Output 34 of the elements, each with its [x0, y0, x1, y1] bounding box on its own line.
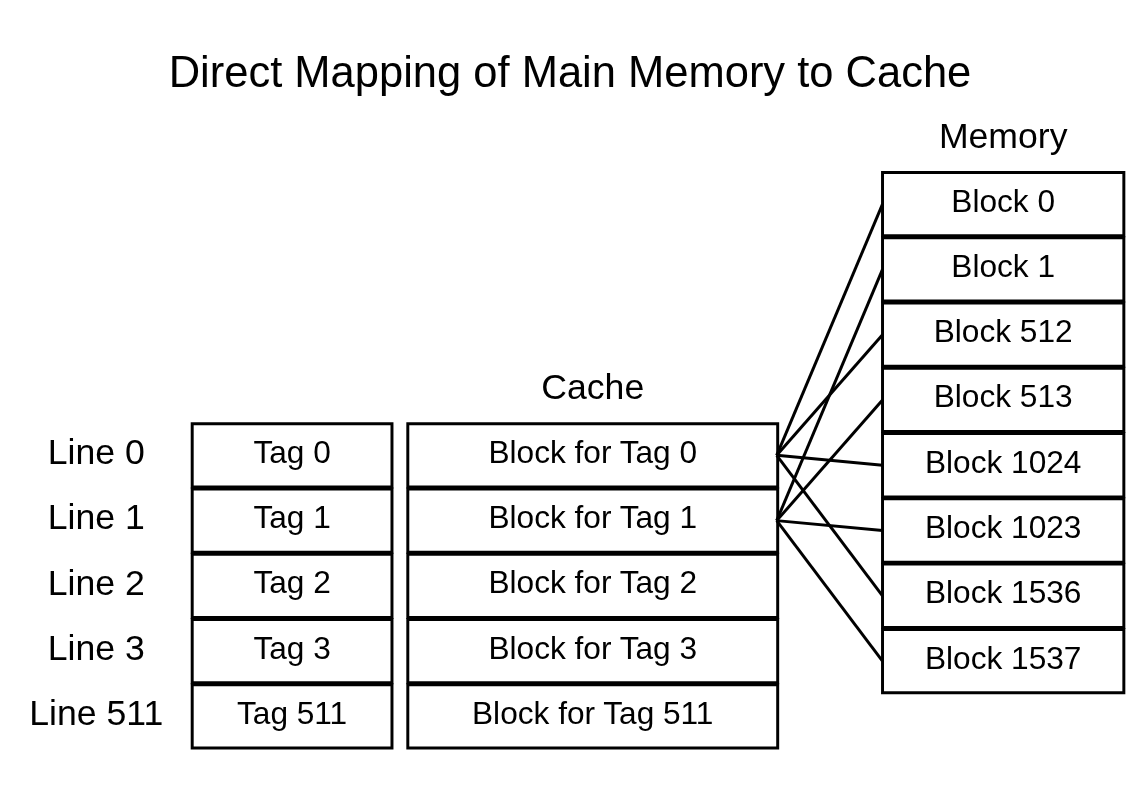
node-box: Tag 3: [190, 618, 394, 685]
node-box: Block 1537: [881, 627, 1126, 695]
node-box: Block for Tag 0: [406, 422, 780, 489]
node-box: Block for Tag 511: [406, 683, 780, 750]
label: Line 2: [47, 562, 145, 603]
node-box: Block for Tag 3: [406, 618, 780, 685]
connector: [776, 453, 883, 467]
node-box: Block 0: [881, 171, 1126, 238]
label: Line 511: [29, 693, 164, 734]
connector: [775, 398, 884, 522]
label: Line 3: [47, 627, 145, 668]
node-box: Tag 2: [190, 552, 394, 620]
connector: [775, 519, 884, 662]
node-box: Tag 1: [190, 487, 394, 554]
node-box: Block 513: [881, 366, 1126, 434]
node-box: Tag 0: [190, 422, 394, 489]
node-box: Block 1: [881, 236, 1126, 303]
connector: [776, 519, 883, 532]
node-box: Block 512: [881, 301, 1126, 368]
connector: [775, 268, 884, 522]
diagram-title: Direct Mapping of Main Memory to Cache: [168, 47, 972, 96]
connector: [775, 454, 884, 597]
connector: [775, 203, 884, 456]
node-box: Block for Tag 1: [406, 487, 780, 554]
connector: [775, 333, 884, 457]
node-box: Block 1023: [881, 497, 1126, 564]
node-box: Block for Tag 2: [406, 552, 780, 620]
label: Cache: [541, 366, 645, 407]
node-box: Block 1536: [881, 562, 1126, 629]
label: Memory: [938, 115, 1068, 156]
label: Line 1: [47, 497, 145, 538]
node-box: Tag 511: [190, 683, 394, 750]
node-box: Block 1024: [881, 432, 1126, 499]
label: Line 0: [47, 432, 145, 473]
